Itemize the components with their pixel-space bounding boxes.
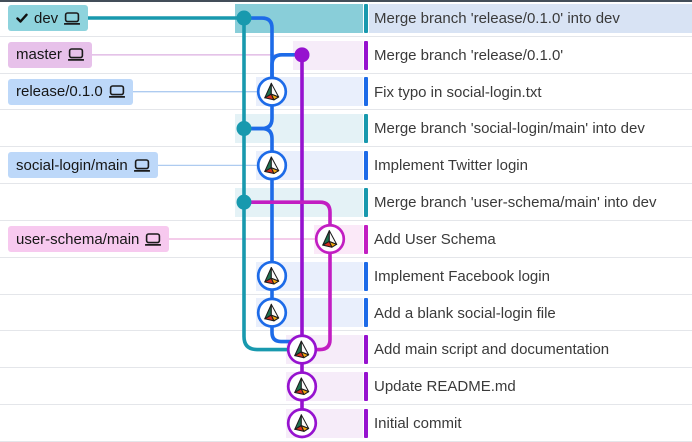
computer-icon — [108, 85, 125, 98]
commit-branch-bar — [363, 3, 368, 33]
commit-message: Merge branch 'release/0.1.0' into dev — [374, 9, 620, 27]
computer-icon — [133, 159, 150, 172]
branch-label-dev[interactable]: dev — [8, 5, 89, 32]
commit-branch-bar — [363, 151, 368, 181]
commit-message: Add User Schema — [374, 230, 496, 248]
commit-row[interactable] — [0, 147, 692, 185]
graph-edge — [270, 53, 302, 92]
computer-icon — [145, 232, 162, 246]
commit-row[interactable] — [0, 368, 692, 406]
checkmark-icon — [16, 13, 28, 23]
commit-message: Implement Facebook login — [374, 267, 550, 285]
commit-message: Fix typo in social-login.txt — [374, 83, 542, 101]
computer-icon — [67, 48, 84, 62]
branch-label-user-schema-main[interactable]: user-schema/main — [8, 226, 170, 253]
commit-row[interactable] — [0, 405, 692, 442]
graph-edge — [244, 126, 274, 166]
commit-branch-bar — [363, 298, 368, 328]
graph-edges — [242, 16, 332, 424]
commit-marker-dot[interactable] — [294, 47, 310, 63]
commit-message: Add main script and documentation — [374, 341, 610, 359]
graph-edge — [270, 312, 302, 344]
selected-row-highlight — [368, 3, 692, 33]
branch-label-text: user-schema/main — [16, 230, 140, 248]
commit-message: Initial commit — [374, 415, 462, 433]
graph-edge — [244, 16, 274, 92]
graph-edge — [302, 239, 332, 352]
commit-message: Add a blank social-login file — [374, 304, 556, 322]
commit-row[interactable] — [0, 332, 692, 369]
branch-label-text: social-login/main — [16, 156, 128, 174]
branch-label-text: master — [16, 46, 62, 64]
commit-message: Merge branch 'social-login/main' into de… — [374, 120, 645, 138]
commit-branch-bar — [363, 261, 368, 291]
commit-row[interactable] — [0, 221, 692, 258]
commit-branch-bar — [363, 408, 368, 438]
commit-message: Merge branch 'user-schema/main' into dev — [374, 194, 657, 212]
branch-label-social-login-main[interactable]: social-login/main — [8, 152, 158, 179]
branch-label-master[interactable]: master — [8, 41, 92, 68]
commit-branch-bar — [363, 187, 368, 217]
commit-row[interactable] — [0, 0, 692, 37]
commit-marker-dot[interactable] — [236, 10, 252, 26]
commit-message: Implement Twitter login — [374, 157, 528, 175]
commit-branch-bar — [363, 372, 368, 402]
commit-message: Update README.md — [374, 378, 516, 396]
branch-label-text: release/0.1.0 — [16, 83, 103, 101]
commit-row[interactable] — [0, 295, 692, 332]
commit-row[interactable] — [0, 111, 692, 148]
graph-edge — [242, 202, 302, 352]
commit-row[interactable] — [0, 37, 692, 74]
computer-icon — [64, 11, 81, 25]
commit-message: Merge branch 'release/0.1.0' — [374, 46, 564, 64]
commit-branch-bar — [363, 335, 368, 365]
commit-branch-bar — [363, 224, 368, 254]
commit-marker-dot[interactable] — [236, 121, 252, 137]
top-border — [0, 0, 692, 2]
commit-branch-bar — [363, 40, 368, 70]
commit-branch-bar — [363, 77, 368, 107]
commit-branch-bar — [363, 114, 368, 144]
commit-row[interactable] — [0, 74, 692, 111]
commit-row[interactable] — [0, 184, 692, 221]
branch-label-text: dev — [34, 9, 59, 27]
branch-label-release-0-1-0[interactable]: release/0.1.0 — [8, 78, 133, 105]
graph-edge — [244, 200, 332, 240]
commit-marker-dot[interactable] — [236, 194, 252, 210]
commit-row[interactable] — [0, 258, 692, 295]
branch-label-connectors — [88, 16, 330, 240]
